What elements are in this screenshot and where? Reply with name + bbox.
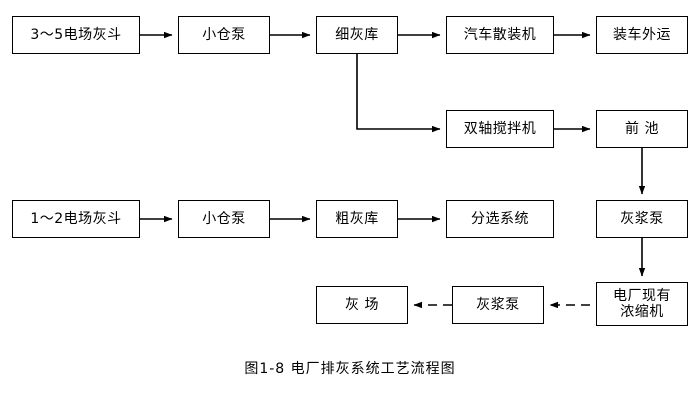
figure-caption: 图1-8 电厂排灰系统工艺流程图 <box>244 361 456 377</box>
flow-node-n4: 汽车散装机 <box>446 16 554 54</box>
flow-node-label: 双轴搅拌机 <box>463 120 537 137</box>
flow-node-label: 小仓泵 <box>202 26 246 43</box>
flow-node-label: 细灰库 <box>335 26 379 43</box>
flow-node-label: 分选系统 <box>471 210 529 227</box>
flow-node-n6: 双轴搅拌机 <box>446 110 554 148</box>
flow-node-n11: 分选系统 <box>446 200 554 238</box>
flow-node-label: 灰浆泵 <box>620 210 664 227</box>
flow-node-label: 灰 场 <box>345 296 379 313</box>
flow-node-label: 粗灰库 <box>335 210 379 227</box>
flow-node-label: 前 池 <box>625 120 659 137</box>
flow-node-n8: 1～2电场灰斗 <box>12 200 140 238</box>
flow-node-n13: 灰 场 <box>316 286 408 324</box>
flow-node-n9: 小仓泵 <box>178 200 270 238</box>
flow-node-n12: 灰浆泵 <box>596 200 688 238</box>
flow-node-n3: 细灰库 <box>316 16 398 54</box>
flow-node-n7: 前 池 <box>596 110 688 148</box>
flow-node-label: 灰浆泵 <box>476 296 520 313</box>
flow-node-label: 1～2电场灰斗 <box>30 210 122 227</box>
flow-node-n14: 灰浆泵 <box>452 286 544 324</box>
flow-edge-e5 <box>356 54 441 133</box>
flow-node-n1: 3～5电场灰斗 <box>12 16 140 54</box>
flow-node-n10: 粗灰库 <box>316 200 398 238</box>
flow-node-label: 电厂现有 浓缩机 <box>613 287 671 320</box>
flow-node-label: 装车外运 <box>613 26 671 43</box>
flow-node-n15: 电厂现有 浓缩机 <box>596 282 688 326</box>
flow-node-label: 3～5电场灰斗 <box>30 26 122 43</box>
flow-node-n5: 装车外运 <box>596 16 688 54</box>
flow-node-n2: 小仓泵 <box>178 16 270 54</box>
flow-node-label: 小仓泵 <box>202 210 246 227</box>
flow-node-label: 汽车散装机 <box>463 26 537 43</box>
